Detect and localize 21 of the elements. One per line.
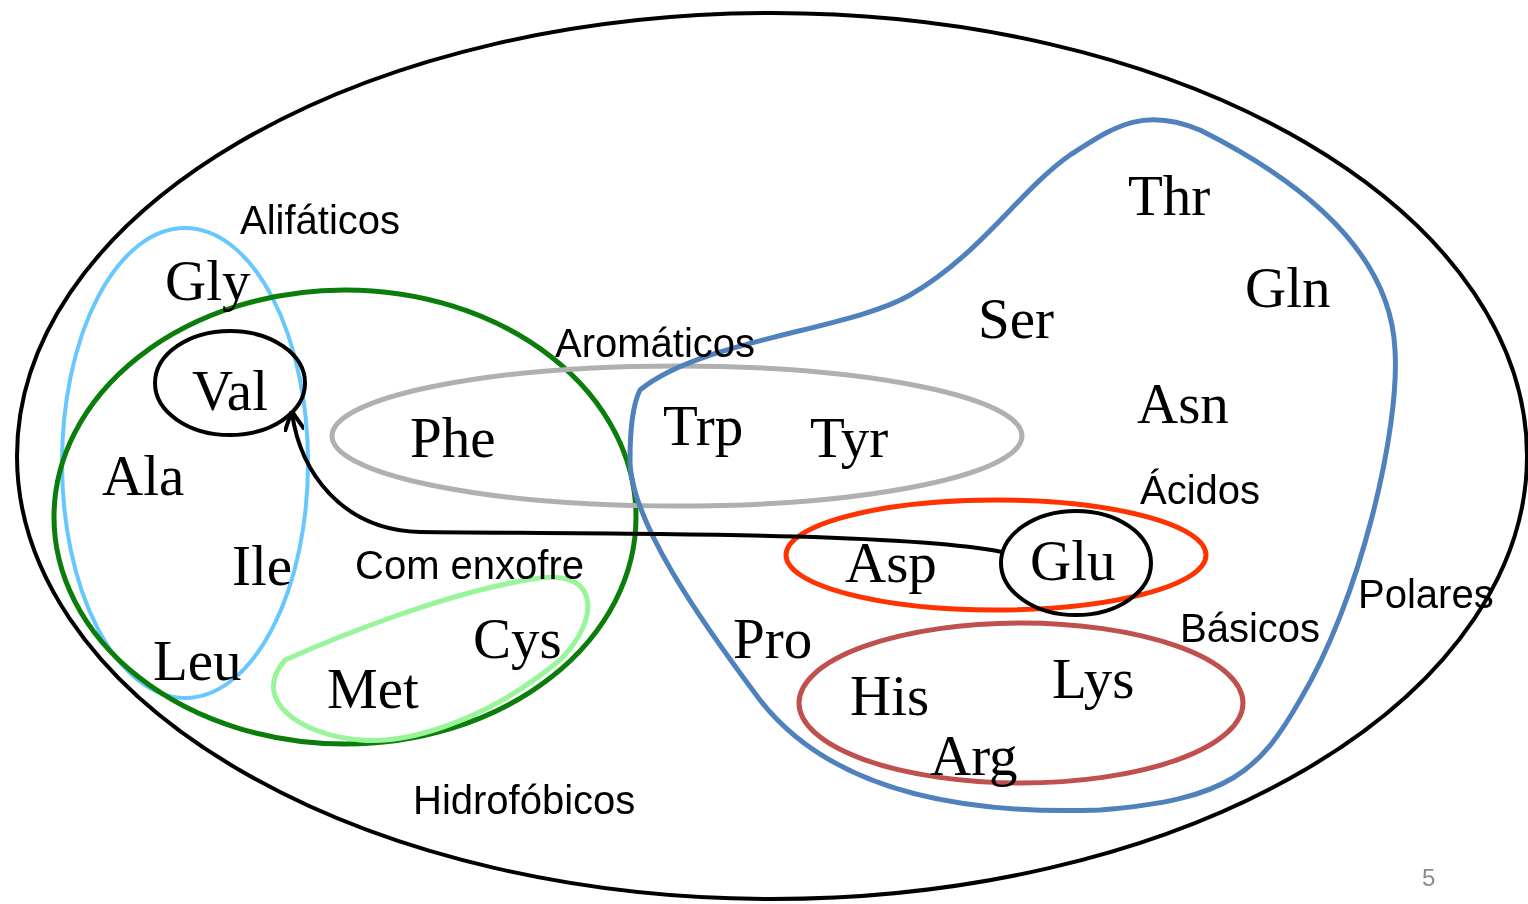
amino-acid-label: Glu [1030,531,1116,589]
set-label: Alifáticos [240,200,401,240]
amino-acid-label: His [850,666,930,724]
amino-acid-label: Ile [232,536,293,594]
set-label: Aromáticos [555,323,756,363]
amino-acid-label: Phe [410,408,496,466]
set-label: Hidrofóbicos [413,780,636,820]
amino-acid-label: Val [192,361,268,419]
amino-acid-label: Leu [153,631,242,689]
amino-acid-label: Ser [978,289,1054,347]
amino-acid-label: Gln [1245,258,1331,316]
page-number: 5 [1422,866,1436,890]
set-label: Com enxofre [355,545,584,585]
set-label: Ácidos [1140,470,1261,510]
set-label: Básicos [1180,608,1321,648]
arrow [283,409,1003,554]
amino-acid-label: Pro [733,609,813,667]
amino-acid-label: Ala [102,446,185,504]
amino-acid-label: Met [327,659,419,717]
amino-acid-label: Asn [1137,374,1229,432]
amino-acid-label: Thr [1128,166,1211,224]
